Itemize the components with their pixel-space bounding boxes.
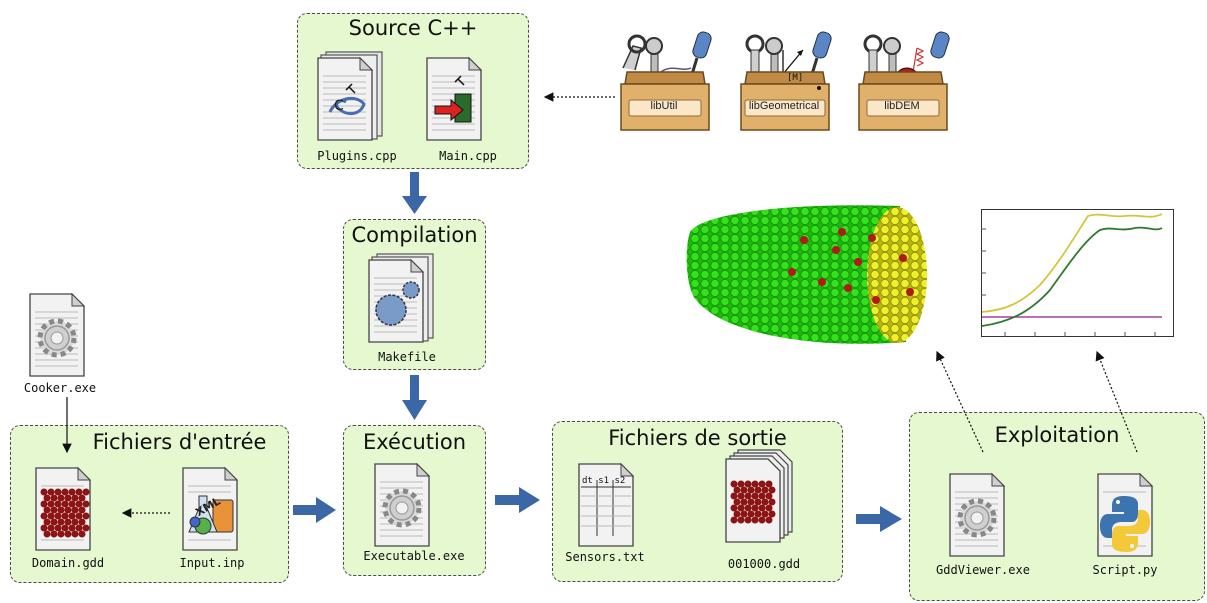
table-icon: dt s1 s2: [581, 476, 631, 536]
script-py-file[interactable]: [1096, 466, 1166, 558]
python-icon: [1100, 496, 1150, 552]
gear-icon: [957, 498, 997, 538]
cooker-exe-file[interactable]: [28, 286, 98, 378]
toolbox-icon: [620, 31, 712, 131]
arrow-source-to-compilation: [402, 172, 427, 214]
main-cpp-file[interactable]: [425, 50, 495, 142]
svg-text:C: C: [334, 98, 344, 114]
domain-gdd-file[interactable]: [34, 460, 104, 552]
arrow-output-to-exploitation: [856, 506, 902, 532]
arrow-viewer-to-cylinder: [936, 350, 984, 453]
gears-icon: [375, 281, 420, 326]
c-code-icon: C: [328, 83, 366, 115]
libutil-toolbox[interactable]: libUtil: [605, 28, 723, 146]
gdd-output-label: 001000.gdd: [727, 557, 801, 571]
script-py-label: Script.py: [1092, 563, 1158, 577]
gddviewer-exe-file[interactable]: [948, 466, 1018, 558]
sensors-txt-file[interactable]: dt s1 s2: [577, 456, 647, 548]
gear-icon: [382, 488, 422, 528]
domain-gdd-label: Domain.gdd: [31, 556, 105, 570]
particles-icon: [730, 480, 776, 524]
input-files-title: Fichiers d'entrée: [92, 430, 267, 454]
libutil-label: libUtil: [650, 100, 678, 112]
arrow-input-to-execution: [293, 497, 336, 523]
gear-icon: [37, 318, 77, 358]
svg-text:[M]: [M]: [787, 73, 803, 83]
input-inp-file[interactable]: XML: [181, 460, 251, 552]
plugins-cpp-label: Plugins.cpp: [317, 149, 397, 163]
gdd-output-file[interactable]: [724, 448, 804, 548]
exploitation-title: Exploitation: [994, 423, 1120, 447]
output-files-title: Fichiers de sortie: [608, 426, 787, 450]
arrow-compilation-to-execution: [402, 375, 427, 420]
arrow-script-to-plot: [1095, 350, 1138, 453]
svg-text:dt s1 s2: dt s1 s2: [582, 476, 625, 486]
toolbox-icon: [858, 31, 950, 131]
toolbox-icon: [M]: [740, 31, 832, 131]
executable-exe-label: Executable.exe: [363, 549, 465, 563]
input-inp-label: Input.inp: [179, 556, 245, 570]
compilation-title: Compilation: [351, 223, 478, 247]
plugins-cpp-file[interactable]: C: [316, 50, 386, 142]
makefile-label: Makefile: [378, 350, 436, 364]
libgeometrical-toolbox[interactable]: [M] libGeometrical: [725, 28, 843, 146]
result-plot: [981, 209, 1174, 337]
main-cpp-label: Main.cpp: [439, 149, 497, 163]
xml-flask-icon: XML: [188, 495, 234, 535]
sensors-txt-label: Sensors.txt: [565, 550, 645, 564]
execution-title: Exécution: [362, 430, 467, 454]
particles-icon: [40, 488, 90, 538]
cooker-exe-label: Cooker.exe: [23, 381, 97, 395]
makefile-file[interactable]: [367, 252, 437, 344]
libdem-toolbox[interactable]: libDEM: [843, 28, 961, 146]
libgeometrical-label: libGeometrical: [748, 100, 820, 112]
source-cpp-title: Source C++: [348, 16, 478, 40]
entry-arrow-icon: [434, 75, 472, 123]
libdem-label: libDEM: [884, 100, 920, 112]
gddviewer-exe-label: GddViewer.exe: [936, 563, 1030, 577]
arrow-execution-to-output: [495, 487, 540, 513]
executable-exe-file[interactable]: [373, 456, 443, 548]
